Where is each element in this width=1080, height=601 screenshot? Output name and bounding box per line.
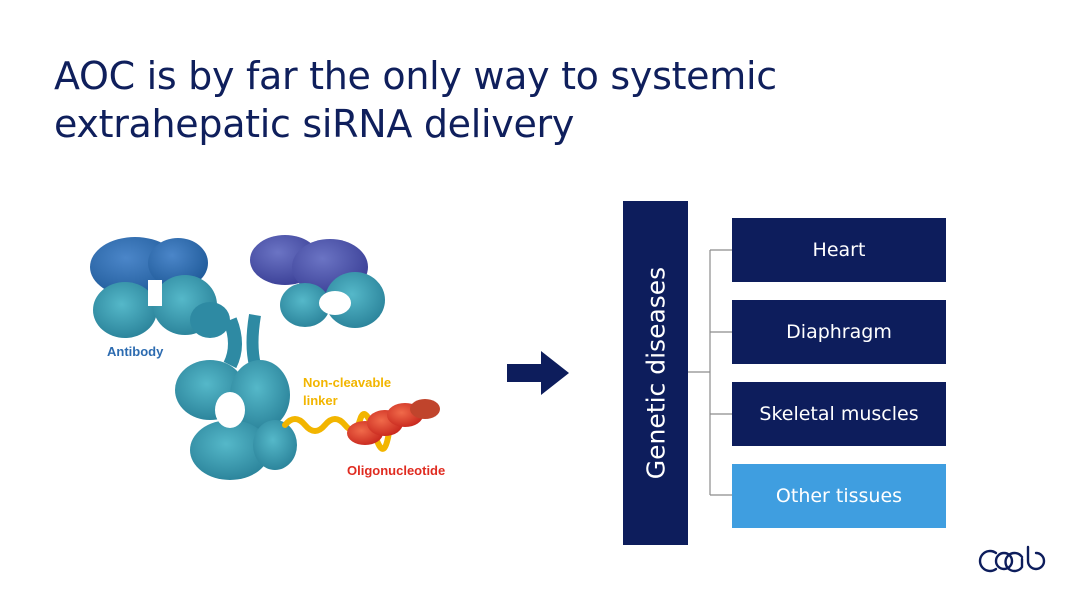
- target-label: Diaphragm: [786, 321, 892, 343]
- target-label: Heart: [812, 239, 866, 261]
- slide-title: AOC is by far the only way to systemic e…: [54, 52, 954, 148]
- title-line-2: extrahepatic siRNA delivery: [54, 102, 575, 146]
- target-skeletal-muscles: Skeletal muscles: [732, 382, 946, 446]
- target-heart: Heart: [732, 218, 946, 282]
- target-diaphragm: Diaphragm: [732, 300, 946, 364]
- title-line-1: AOC is by far the only way to systemic: [54, 54, 777, 98]
- linker-label: Non-cleavable linker: [303, 374, 391, 410]
- oligonucleotide-helix: [347, 399, 440, 445]
- linker-label-line-2: linker: [303, 393, 338, 408]
- antibody-label: Antibody: [107, 344, 164, 359]
- target-label: Other tissues: [775, 485, 903, 507]
- linker-label-line-1: Non-cleavable: [303, 375, 392, 390]
- company-logo: [978, 545, 1046, 573]
- target-label: Skeletal muscles: [759, 403, 919, 425]
- antibody-fc-region: [175, 314, 297, 480]
- antibody-left-arm: [90, 237, 230, 338]
- antibody-right-arm: [250, 235, 385, 328]
- right-arrow-icon: [507, 351, 569, 395]
- aoc-molecule-illustration: [90, 235, 440, 480]
- tree-connectors: [688, 249, 732, 496]
- oligonucleotide-label: Oligonucleotide: [347, 463, 446, 478]
- genetic-diseases-bar: Genetic diseases: [623, 201, 688, 545]
- genetic-diseases-label: Genetic diseases: [641, 266, 670, 480]
- target-other-tissues: Other tissues: [732, 464, 946, 528]
